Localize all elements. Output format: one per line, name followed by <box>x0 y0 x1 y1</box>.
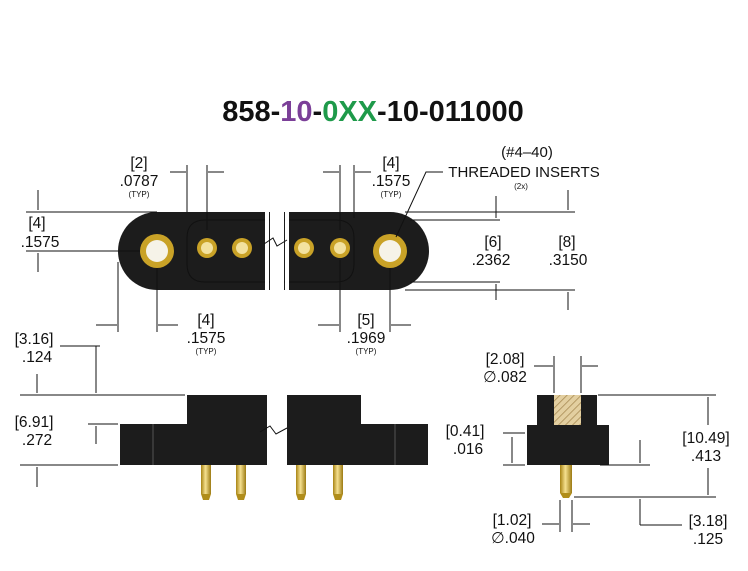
dim-inner-height-mm: [6] <box>484 234 501 251</box>
dim-standoff-inch: .016 <box>453 441 483 458</box>
dim-end-offset-mm: [4] <box>382 155 399 172</box>
dim-insert-to-pin-inch: .1575 <box>187 330 226 347</box>
dim-left-height-mm: [4] <box>28 215 45 232</box>
dim-pin-to-end-typ: (TYP) <box>356 347 377 356</box>
dim-overall-height: [10.49] .413 <box>574 394 730 498</box>
top-view-rib-left <box>186 219 270 283</box>
pin-tail-tip <box>333 494 343 500</box>
dim-left-height-inch: .1575 <box>21 234 60 251</box>
pin-tail <box>236 465 246 494</box>
part-number-title: 858-10-0XX-10-011000 <box>222 96 524 128</box>
dim-insert-diameter: [2.08] ∅.082 <box>483 351 598 393</box>
dim-tail-mm: [3.18] <box>689 513 728 530</box>
dim-overall-height-mm: [8] <box>558 234 575 251</box>
insert-note-label: THREADED INSERTS <box>448 164 599 181</box>
end-view-pin-tip <box>560 493 572 498</box>
dim-tail-length: [3.18] .125 <box>600 464 728 548</box>
dim-pitch-typ: (TYP) <box>129 190 150 199</box>
dim-inner-height-inch: .2362 <box>472 252 511 269</box>
pin-top-face <box>298 242 310 254</box>
dim-body-height: [6.91] .272 <box>15 414 118 487</box>
dim-pin-dia-mm: [1.02] <box>493 512 532 529</box>
dim-pin-diameter: [1.02] ∅.040 <box>491 500 590 547</box>
part-number-pin-option: 0XX <box>322 96 377 128</box>
end-view: [2.08] ∅.082 [0.41] .016 [10.49] .413 [1… <box>446 351 730 548</box>
dim-pitch-inch: .0787 <box>120 173 159 190</box>
dim-top-block: [3.16] .124 <box>15 331 185 396</box>
top-view-rib-right <box>284 219 355 283</box>
dim-top-block-inch: .124 <box>22 349 53 366</box>
top-view: [2] .0787 (TYP) [4] .1575 (TYP) (#4–40) … <box>21 144 600 356</box>
side-view-body-right <box>287 424 428 465</box>
dim-pin-to-end-mm: [5] <box>357 312 374 329</box>
dim-insert-dia-inch: ∅.082 <box>483 369 527 386</box>
dim-body-height-mm: [6.91] <box>15 414 54 431</box>
dim-end-offset-typ: (TYP) <box>381 190 402 199</box>
dim-pin-to-end: [5] .1969 (TYP) <box>318 260 411 356</box>
break-mark <box>259 425 288 435</box>
pin-tail <box>333 465 343 494</box>
top-view-body-left <box>118 212 270 290</box>
dim-right-heights: [6] .2362 [8] .3150 <box>405 190 588 310</box>
end-view-insert-section <box>554 395 581 425</box>
side-view-top-block-left <box>187 395 267 425</box>
dim-body-height-inch: .272 <box>22 432 52 449</box>
pin-tail <box>201 465 211 494</box>
insert-bore-left <box>146 240 168 262</box>
side-view: [3.16] .124 [6.91] .272 <box>15 331 428 500</box>
part-number-position-count: 10 <box>280 96 312 128</box>
pin-tail-tip <box>236 494 246 500</box>
top-view-body-right <box>284 212 429 290</box>
dim-insert-to-pin-mm: [4] <box>197 312 214 329</box>
pin-tail-tip <box>201 494 211 500</box>
threaded-insert-note: (#4–40) THREADED INSERTS (2x) <box>395 144 600 238</box>
pin-tails <box>201 465 343 500</box>
dim-pin-dia-inch: ∅.040 <box>491 530 535 547</box>
pin-tail-tip <box>296 494 306 500</box>
pin-tail <box>296 465 306 494</box>
dim-standoff-mm: [0.41] <box>446 423 485 440</box>
end-view-pin <box>560 465 572 493</box>
part-number-suffix: -10-011000 <box>377 96 524 128</box>
insert-note-count: (2x) <box>514 182 528 191</box>
insert-bore-right <box>379 240 401 262</box>
dim-insert-to-pin-typ: (TYP) <box>196 347 217 356</box>
dim-insert-to-pin: [4] .1575 (TYP) <box>96 262 225 356</box>
part-number-dash: - <box>313 96 323 128</box>
dim-tail-inch: .125 <box>693 531 723 548</box>
pin-top-face <box>201 242 213 254</box>
dim-overall-inch: .413 <box>691 448 721 465</box>
side-view-body-left <box>120 424 267 465</box>
break-line <box>265 205 289 298</box>
dim-pin-to-end-inch: .1969 <box>347 330 386 347</box>
break-mark <box>263 237 288 247</box>
pin-top-face <box>334 242 346 254</box>
pin-top-face <box>236 242 248 254</box>
dim-pitch-mm: [2] <box>130 155 147 172</box>
dim-top-block-mm: [3.16] <box>15 331 54 348</box>
side-view-top-block-right <box>287 395 361 425</box>
dim-left-height: [4] .1575 <box>21 190 157 272</box>
dim-insert-dia-mm: [2.08] <box>486 351 525 368</box>
dim-end-offset-inch: .1575 <box>372 173 411 190</box>
insert-note-thread: (#4–40) <box>501 144 553 161</box>
part-number-prefix: 858- <box>222 96 280 128</box>
dim-overall-mm: [10.49] <box>682 430 729 447</box>
dim-overall-height-inch: .3150 <box>549 252 588 269</box>
dim-standoff: [0.41] .016 <box>446 423 525 466</box>
dim-end-offset: [4] .1575 (TYP) <box>323 155 410 230</box>
dim-pitch: [2] .0787 (TYP) <box>120 155 224 230</box>
end-view-body <box>527 425 609 465</box>
